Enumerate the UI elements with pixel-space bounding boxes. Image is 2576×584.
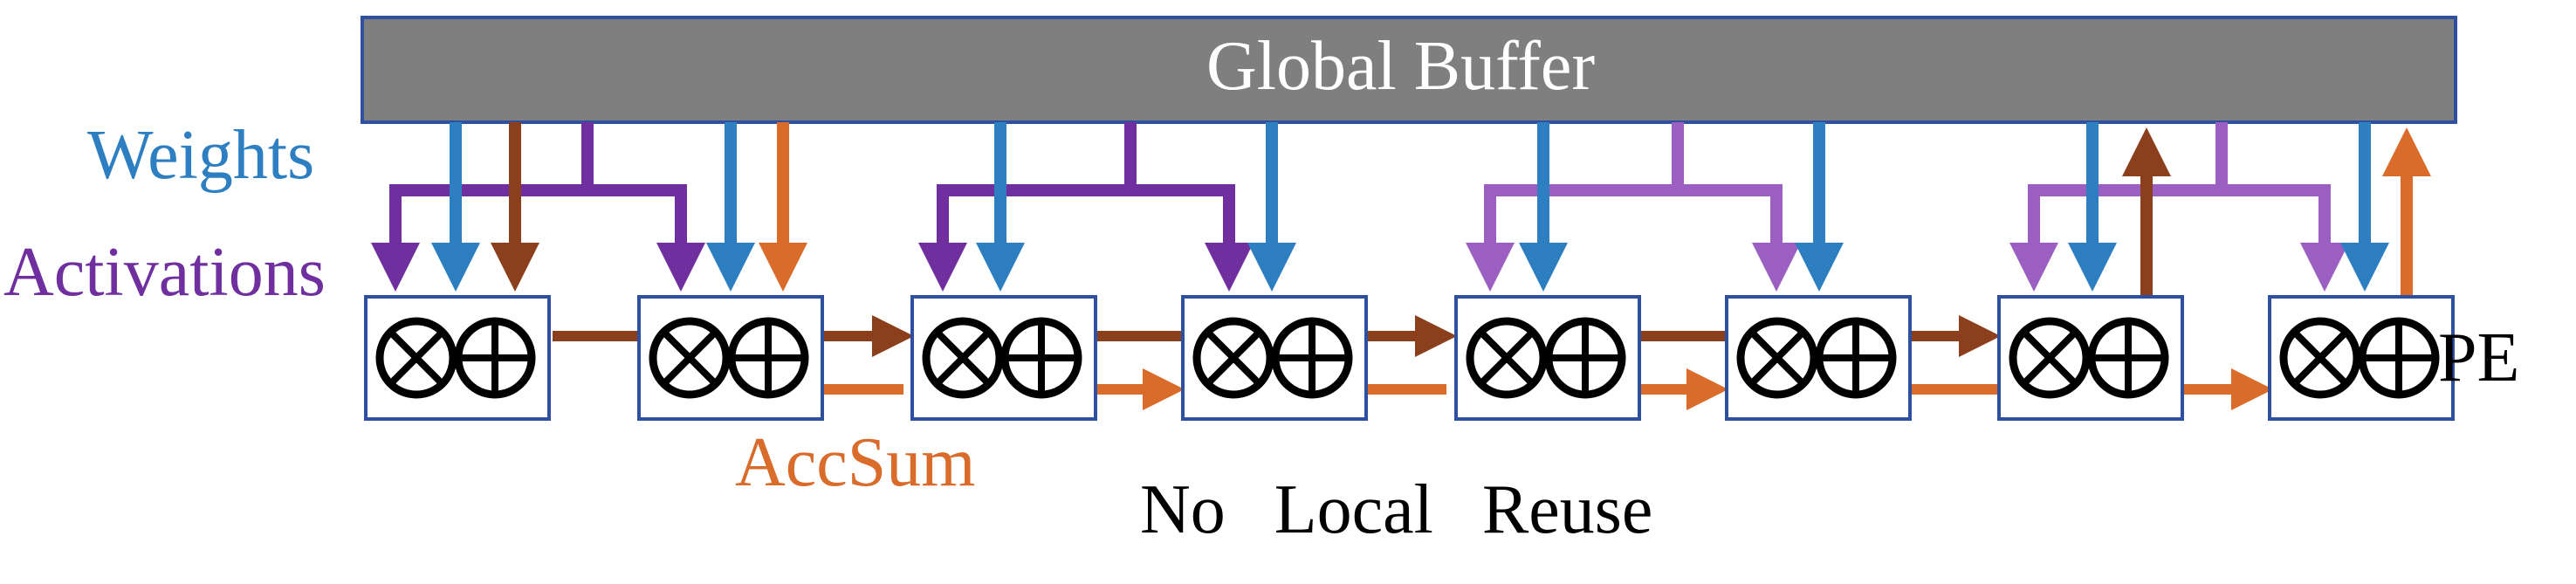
multiply-icon (922, 317, 1004, 399)
add-icon (1815, 317, 1897, 399)
add-icon (1544, 317, 1626, 399)
activations-label: Activations (3, 234, 326, 311)
multiply-icon (1466, 317, 1548, 399)
add-icon (2087, 317, 2169, 399)
add-icon (727, 317, 809, 399)
pe-3 (910, 295, 1097, 421)
activation-bus-g1-right (587, 184, 705, 292)
pe-links (553, 315, 2273, 410)
multiply-icon (375, 317, 457, 399)
global-buffer (361, 16, 2457, 124)
group-2-connections (918, 122, 1296, 292)
activation-bus-g1 (371, 122, 594, 292)
caption-no-local-reuse: No Local Reuse (1140, 471, 1653, 548)
pe-row (364, 295, 2455, 421)
group-3-connections (1466, 122, 1844, 292)
pe-7 (1997, 295, 2184, 421)
pe-4 (1181, 295, 1368, 421)
group-1-connections (371, 122, 807, 292)
multiply-icon (1192, 317, 1274, 399)
global-buffer-label: Global Buffer (1206, 28, 1596, 105)
add-icon (454, 317, 536, 399)
pe-label: PE (2438, 319, 2520, 396)
pe-1 (364, 295, 551, 421)
add-icon (2358, 317, 2440, 399)
pe-8 (2268, 295, 2455, 421)
pe-6 (1725, 295, 1912, 421)
pe-2 (637, 295, 824, 421)
multiply-icon (1736, 317, 1818, 399)
add-icon (1000, 317, 1082, 399)
accsum-label: AccSum (735, 424, 976, 501)
multiply-icon (649, 317, 731, 399)
multiply-icon (2009, 317, 2091, 399)
weights-label: Weights (87, 117, 315, 194)
pe-5 (1454, 295, 1641, 421)
multiply-icon (2279, 317, 2361, 399)
add-icon (1271, 317, 1353, 399)
group-4-connections (2009, 122, 2431, 299)
